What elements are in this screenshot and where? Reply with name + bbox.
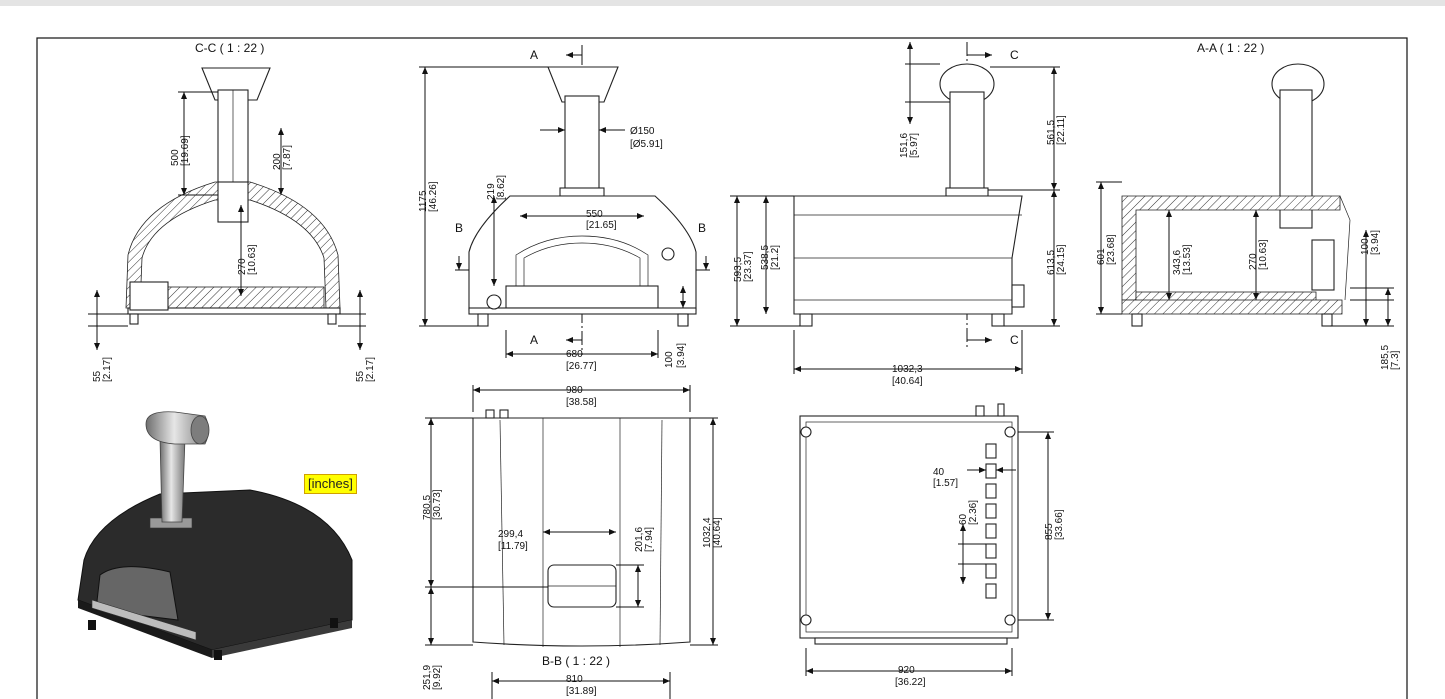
- dim-1032-3-in: [40.64]: [892, 376, 923, 387]
- dim-538-5-in: [21.2]: [770, 245, 781, 270]
- dim-343-6: 343,6: [1172, 250, 1183, 275]
- dim-185-5: 185,5: [1380, 345, 1391, 370]
- dim-343-6-in: [13.53]: [1182, 244, 1193, 275]
- dim-151-6: 151,6: [899, 133, 910, 158]
- section-mark-c-bottom: C: [1010, 333, 1019, 347]
- dim-151-6-in: [5.97]: [909, 133, 920, 158]
- dim-538-5: 538,5: [760, 245, 771, 270]
- view-cc-title: C-C ( 1 : 22 ): [195, 41, 264, 55]
- section-mark-a-top: A: [530, 48, 538, 62]
- dim-299-4: 299,4: [498, 529, 523, 540]
- dim-270-aa: 270: [1248, 253, 1259, 270]
- section-mark-c-top: C: [1010, 48, 1019, 62]
- view-bb: B-B ( 1 : 22 ) 980 [38.58] 780,5 [30.73]…: [422, 385, 723, 699]
- dim-980: 980: [566, 385, 583, 396]
- dim-601: 601: [1096, 248, 1107, 265]
- dim-60-in: [2.36]: [968, 500, 979, 525]
- dim-500-in: [19.69]: [180, 135, 191, 166]
- dim-270: 270: [237, 258, 248, 275]
- dim-40-in: [1.57]: [933, 478, 958, 489]
- dim-561-5-in: [22.11]: [1056, 115, 1067, 145]
- dim-920-in: [36.22]: [895, 677, 926, 688]
- dim-55-left: 55: [92, 370, 103, 382]
- dim-613-5: 613,5: [1046, 250, 1057, 275]
- view-aa-title: A-A ( 1 : 22 ): [1197, 41, 1264, 55]
- dim-299-4-in: [11.79]: [498, 541, 528, 552]
- dim-100-aa-in: [3.94]: [1370, 230, 1381, 255]
- view-aa: A-A ( 1 : 22 ) 601 [23.68] 343,6 [13.53]…: [1096, 41, 1401, 370]
- dim-100-front: 100: [664, 351, 675, 368]
- view-front: A A 1175 [46.26] 219 [8.62] Ø150 [Ø5.91]…: [418, 45, 710, 372]
- dim-500: 500: [170, 149, 181, 166]
- section-mark-a-bottom: A: [530, 333, 538, 347]
- dim-780-5-in: [30.73]: [432, 489, 443, 520]
- dim-613-5-in: [24.15]: [1056, 244, 1067, 275]
- dim-150-in: [Ø5.91]: [630, 139, 663, 150]
- view-bottom: 40 [1.57] 60 [2.36] 855 [33.66] 920 [36.…: [799, 403, 1065, 688]
- section-mark-b-left: B: [455, 221, 463, 235]
- dim-251-9: 251,9: [422, 665, 433, 690]
- dim-150: Ø150: [630, 126, 655, 137]
- dim-200-in: [7.87]: [282, 145, 293, 170]
- view-cc: C-C ( 1 : 22 ) 500 [19.69] 200 [7.87] 27…: [88, 41, 376, 382]
- dim-1175: 1175: [418, 190, 429, 212]
- dim-219: 219: [486, 183, 497, 200]
- dim-201-6-in: [7.94]: [644, 527, 655, 552]
- dim-100-front-in: [3.94]: [676, 343, 687, 368]
- view-bb-title: B-B ( 1 : 22 ): [542, 654, 610, 668]
- dim-550: 550: [586, 209, 603, 220]
- dim-780-5: 780,5: [422, 495, 433, 520]
- dim-561-5: 561,5: [1046, 120, 1057, 145]
- dim-855: 855: [1044, 523, 1055, 540]
- dim-1032-4: 1032,4: [702, 517, 713, 548]
- dim-40: 40: [933, 467, 945, 478]
- oven-render: [77, 411, 353, 660]
- dim-185-5-in: [7.3]: [1390, 350, 1401, 370]
- dim-219-in: [8.62]: [496, 175, 507, 200]
- dim-680-in: [26.77]: [566, 361, 597, 372]
- dim-55-right: 55: [355, 370, 366, 382]
- dim-201-6: 201,6: [634, 527, 645, 552]
- dim-550-in: [21.65]: [586, 220, 617, 231]
- dim-1032-3: 1032,3: [892, 364, 923, 375]
- units-tag: [inches]: [304, 474, 357, 494]
- drawing-frame: [36, 37, 1408, 699]
- dim-60: 60: [958, 513, 969, 525]
- dim-810: 810: [566, 674, 583, 685]
- dim-251-9-in: [9.92]: [432, 665, 443, 690]
- view-side: C C 151,6 [5.97] 561,5 [22.11] 613,5 [24…: [730, 42, 1067, 387]
- dim-601-in: [23.68]: [1106, 234, 1117, 265]
- dim-593-5-in: [23.37]: [743, 251, 754, 282]
- dim-920: 920: [898, 665, 915, 676]
- dim-270-in: [10.63]: [247, 244, 258, 275]
- dim-593-5: 593,5: [733, 257, 744, 282]
- dim-55-right-in: [2.17]: [365, 357, 376, 382]
- dim-810-in: [31.89]: [566, 686, 597, 697]
- dim-1032-4-in: [40.64]: [712, 517, 723, 548]
- dim-980-in: [38.58]: [566, 397, 597, 408]
- section-mark-b-right: B: [698, 221, 706, 235]
- dim-855-in: [33.66]: [1054, 509, 1065, 540]
- dim-270-aa-in: [10.63]: [1258, 239, 1269, 270]
- dim-100-aa: 100: [1360, 238, 1371, 255]
- dim-680: 680: [566, 349, 583, 360]
- dim-200: 200: [272, 153, 283, 170]
- top-bar: [0, 0, 1445, 6]
- dim-55-left-in: [2.17]: [102, 357, 113, 382]
- dim-1175-in: [46.26]: [428, 181, 439, 212]
